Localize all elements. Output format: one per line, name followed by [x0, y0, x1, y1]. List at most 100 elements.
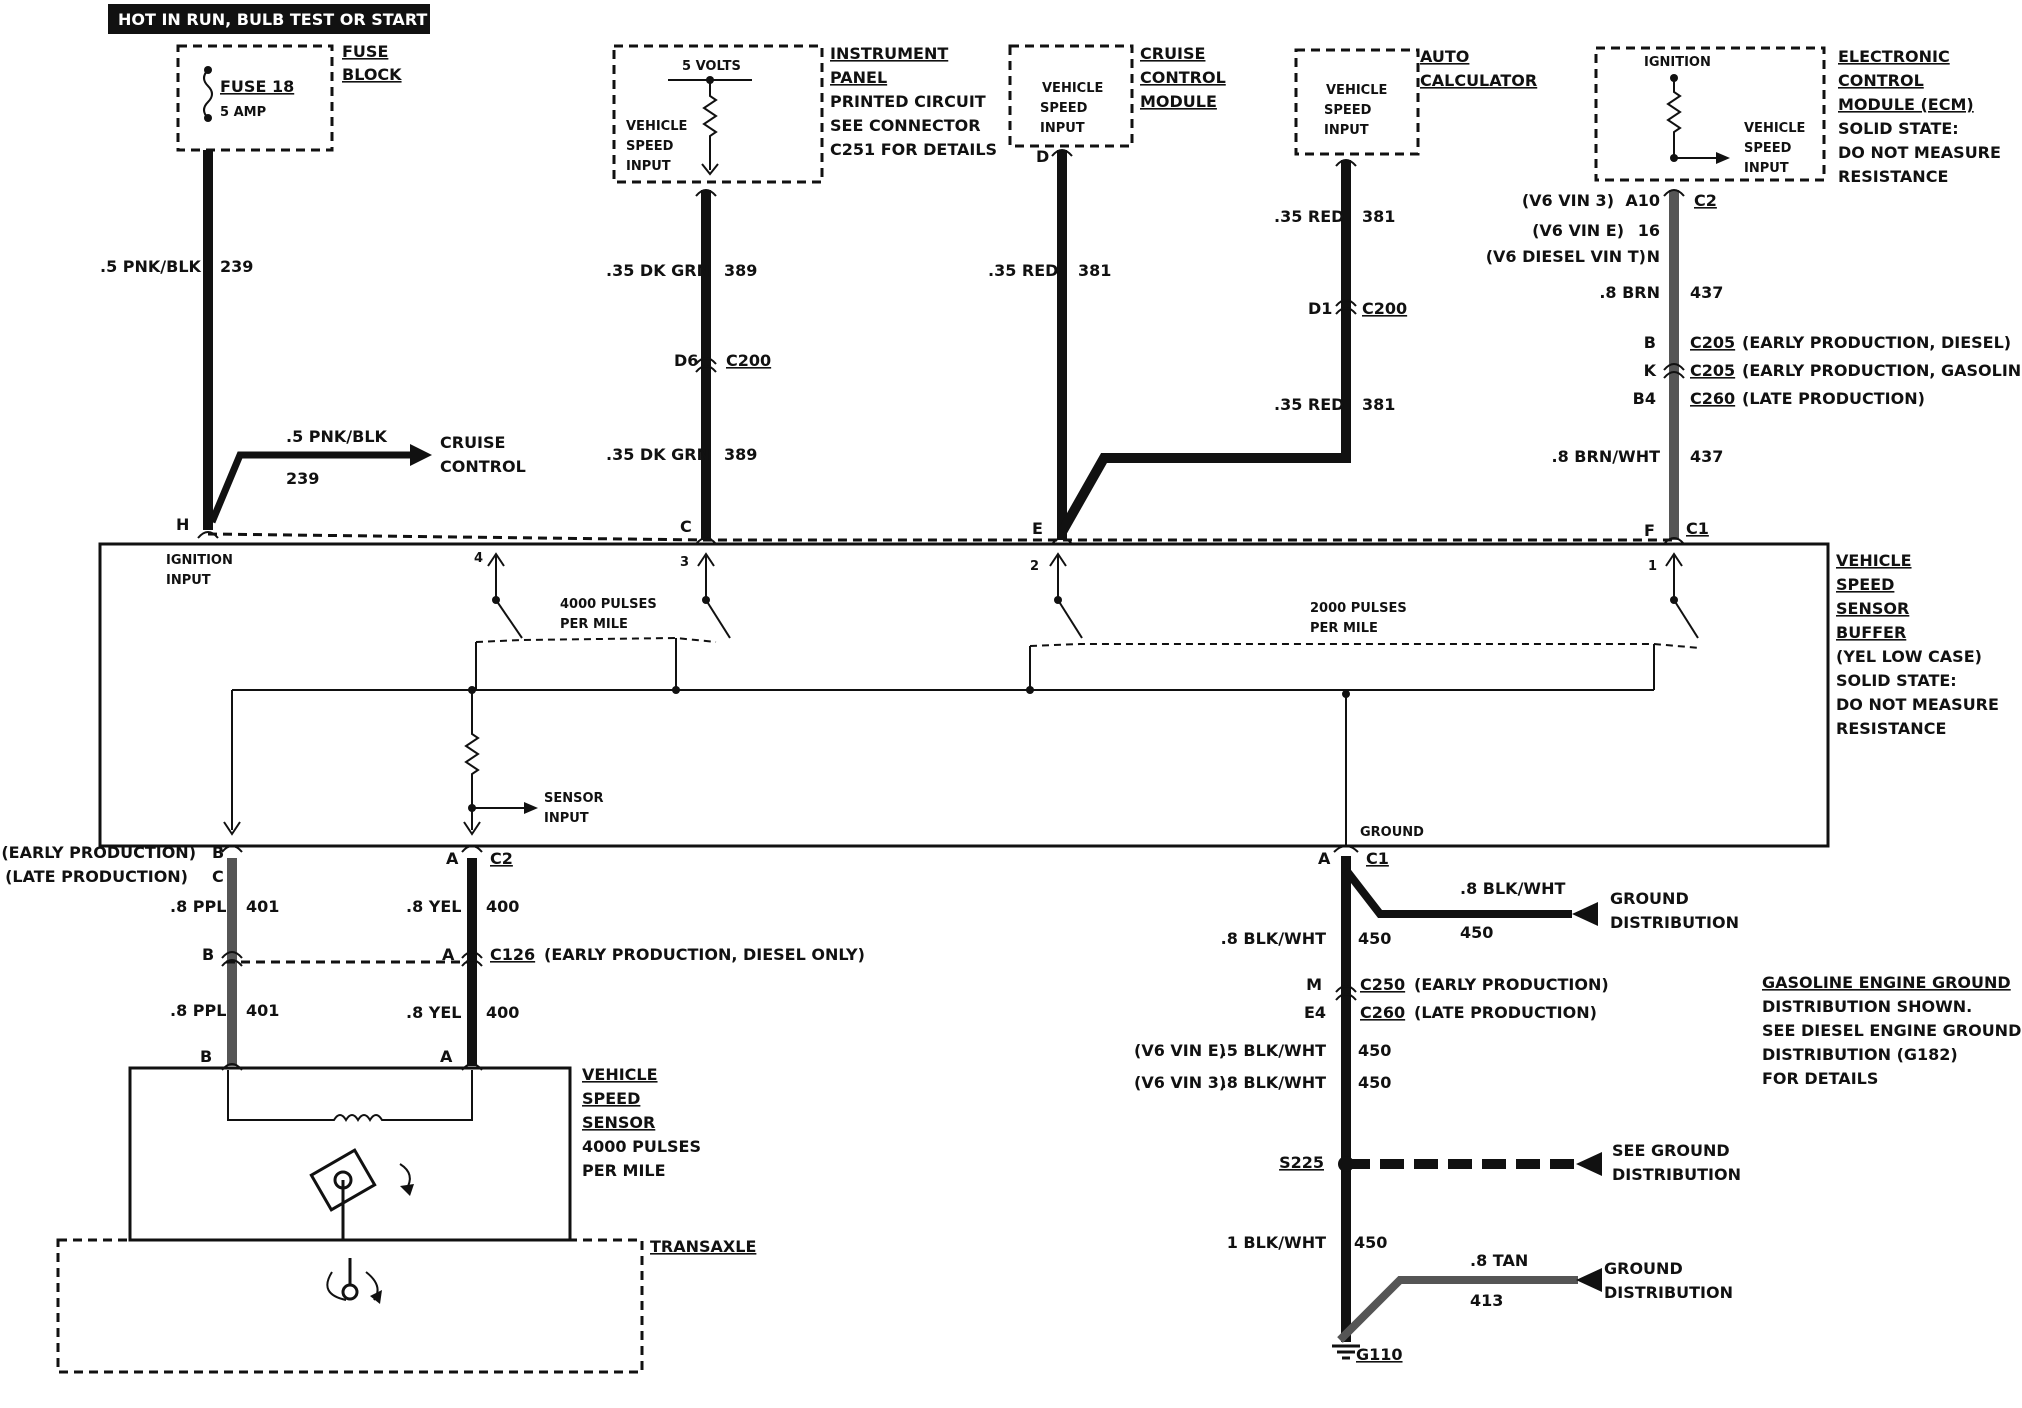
buffer-label-1: VEHICLE: [1836, 551, 1912, 570]
vss-label-5: PER MILE: [582, 1161, 666, 1180]
note-line-4: DISTRIBUTION (G182): [1762, 1045, 1958, 1064]
sensor-input-label-1: SENSOR: [544, 791, 604, 806]
bus-node-4: [468, 686, 476, 694]
inline-2-connector: C205: [1690, 361, 1735, 380]
wire-400a-size: .8 YEL: [406, 897, 462, 916]
wire-381a-size: .35 RED: [988, 261, 1058, 280]
wire-389b-size: .35 DK GRN: [606, 445, 710, 464]
c200-a-connector: [695, 357, 717, 373]
vss-pin-a: A: [440, 1047, 453, 1066]
cruise-pin-d: D: [1036, 147, 1049, 166]
wire-401b-number: 401: [246, 1001, 279, 1020]
pulses-4000-label-2: PER MILE: [560, 617, 628, 632]
c250-label: C250: [1360, 975, 1405, 994]
buffer-outline: [98, 542, 1830, 848]
ecm-label-2: CONTROL: [1838, 71, 1924, 90]
sensor-input-label-2: INPUT: [544, 811, 589, 826]
wire-413-number: 413: [1470, 1291, 1503, 1310]
wire-450-branch-size: .8 BLK/WHT: [1460, 879, 1565, 898]
wire-437a-size: .8 BRN: [1599, 283, 1660, 302]
wire-450c-size: .8 BLK/WHT: [1221, 1073, 1326, 1092]
ip-input-label-1: VEHICLE: [626, 119, 687, 134]
ip-input-label-2: SPEED: [626, 139, 674, 154]
inline-3-note: (LATE PRODUCTION): [1742, 389, 1925, 408]
wire-400a-number: 400: [486, 897, 519, 916]
auto-calc-outline: [1294, 48, 1420, 156]
wire-401a-number: 401: [246, 897, 279, 916]
ground-c1-pin-a: A: [1318, 849, 1331, 868]
ignition-input-label-2: INPUT: [166, 573, 211, 588]
wire-381b-size: .35 RED: [1274, 207, 1344, 226]
c2-pin-c: C: [212, 867, 224, 886]
cruise-label-1: CRUISE: [1140, 44, 1205, 63]
vss-label-1: VEHICLE: [582, 1065, 658, 1084]
ecm-row-3-note: (V6 DIESEL VIN T): [1486, 247, 1646, 266]
ecm-pullup-resistor: [1666, 78, 1682, 160]
c2-pin-a: A: [446, 849, 459, 868]
wire-239-branch: [208, 451, 410, 524]
c200-b-pin: D1: [1308, 299, 1332, 318]
cruise-label-3: MODULE: [1140, 92, 1217, 111]
switch-2-node: [1054, 596, 1062, 604]
ecm-row-1-note: (V6 VIN 3): [1522, 191, 1614, 210]
c2-pin-marks: [221, 845, 483, 853]
ground-symbol-icon: [1332, 1344, 1360, 1360]
cruise-input-label-1: VEHICLE: [1042, 81, 1103, 96]
c126-pin-marks: [221, 951, 483, 967]
c200-b-label: C200: [1362, 299, 1407, 318]
wire-437b-size: .8 BRN/WHT: [1552, 447, 1661, 466]
ground-dist-1-arrow: [1572, 902, 1598, 926]
note-line-3: SEE DIESEL ENGINE GROUND: [1762, 1021, 2021, 1040]
switch-1-node: [1670, 596, 1678, 604]
transaxle-shaft-icon: [326, 1258, 382, 1304]
pulses-2000-label-1: 2000 PULSES: [1310, 601, 1407, 616]
ecm-row-3-pin: N: [1647, 247, 1660, 266]
buffer-label-4: BUFFER: [1836, 623, 1906, 642]
wire-450a-number: 450: [1358, 929, 1391, 948]
cruise-branch-label-1: CRUISE: [440, 433, 505, 452]
cruise-label-2: CONTROL: [1140, 68, 1226, 87]
wire-381b-number: 381: [1362, 207, 1395, 226]
ecm-connector-mark: [1663, 189, 1685, 197]
ecm-row-2-note: (V6 VIN E): [1532, 221, 1624, 240]
ecm-input-label-3: INPUT: [1744, 161, 1789, 176]
ground-c1-label: C1: [1366, 849, 1389, 868]
ecm-input-arrow: [1716, 152, 1730, 164]
ip-label-5: C251 FOR DETAILS: [830, 140, 997, 159]
switch-num-1: 1: [1648, 559, 1657, 574]
wire-239b-size: .5 PNK/BLK: [286, 427, 388, 446]
vin-3-label: (V6 VIN 3): [1134, 1073, 1226, 1092]
c126-pin-b: B: [202, 945, 214, 964]
c260-pin: E4: [1304, 1003, 1326, 1022]
see-ground-label-1: SEE GROUND: [1612, 1141, 1730, 1160]
ecm-input-label-2: SPEED: [1744, 141, 1792, 156]
ignition-input-label-1: IGNITION: [166, 553, 233, 568]
auto-calc-input-1: VEHICLE: [1326, 83, 1387, 98]
fuse-node-top: [204, 66, 212, 74]
switch-3-node: [702, 596, 710, 604]
pulses-4000-label-1: 4000 PULSES: [560, 597, 657, 612]
ground-dist-2-arrow: [1576, 1268, 1602, 1292]
vss-label-3: SENSOR: [582, 1113, 655, 1132]
inline-2-pin: K: [1644, 361, 1657, 380]
c200-a-pin: D6: [674, 351, 698, 370]
cruise-branch-arrow: [410, 444, 432, 466]
transaxle-outline: [56, 1238, 644, 1374]
ground-dist-1-label-2: DISTRIBUTION: [1610, 913, 1739, 932]
late-production-label: (LATE PRODUCTION): [5, 867, 188, 886]
switch-num-2: 2: [1030, 559, 1039, 574]
g110-label: G110: [1356, 1345, 1403, 1364]
early-production-label: (EARLY PRODUCTION): [1, 843, 196, 862]
ground-dist-2-label-2: DISTRIBUTION: [1604, 1283, 1733, 1302]
inline-3-connector: C260: [1690, 389, 1735, 408]
ip-supply-voltage: 5 VOLTS: [682, 59, 741, 74]
switch-num-4: 4: [474, 551, 483, 566]
fuse-symbol: [203, 69, 213, 119]
vss-rotor-icon: [309, 1148, 414, 1240]
buffer-label-6: SOLID STATE:: [1836, 671, 1957, 690]
ecm-label-1: ELECTRONIC: [1838, 47, 1950, 66]
wire-450-branch: [1342, 867, 1572, 918]
wire-389a-number: 389: [724, 261, 757, 280]
cruise-input-label-2: SPEED: [1040, 101, 1088, 116]
